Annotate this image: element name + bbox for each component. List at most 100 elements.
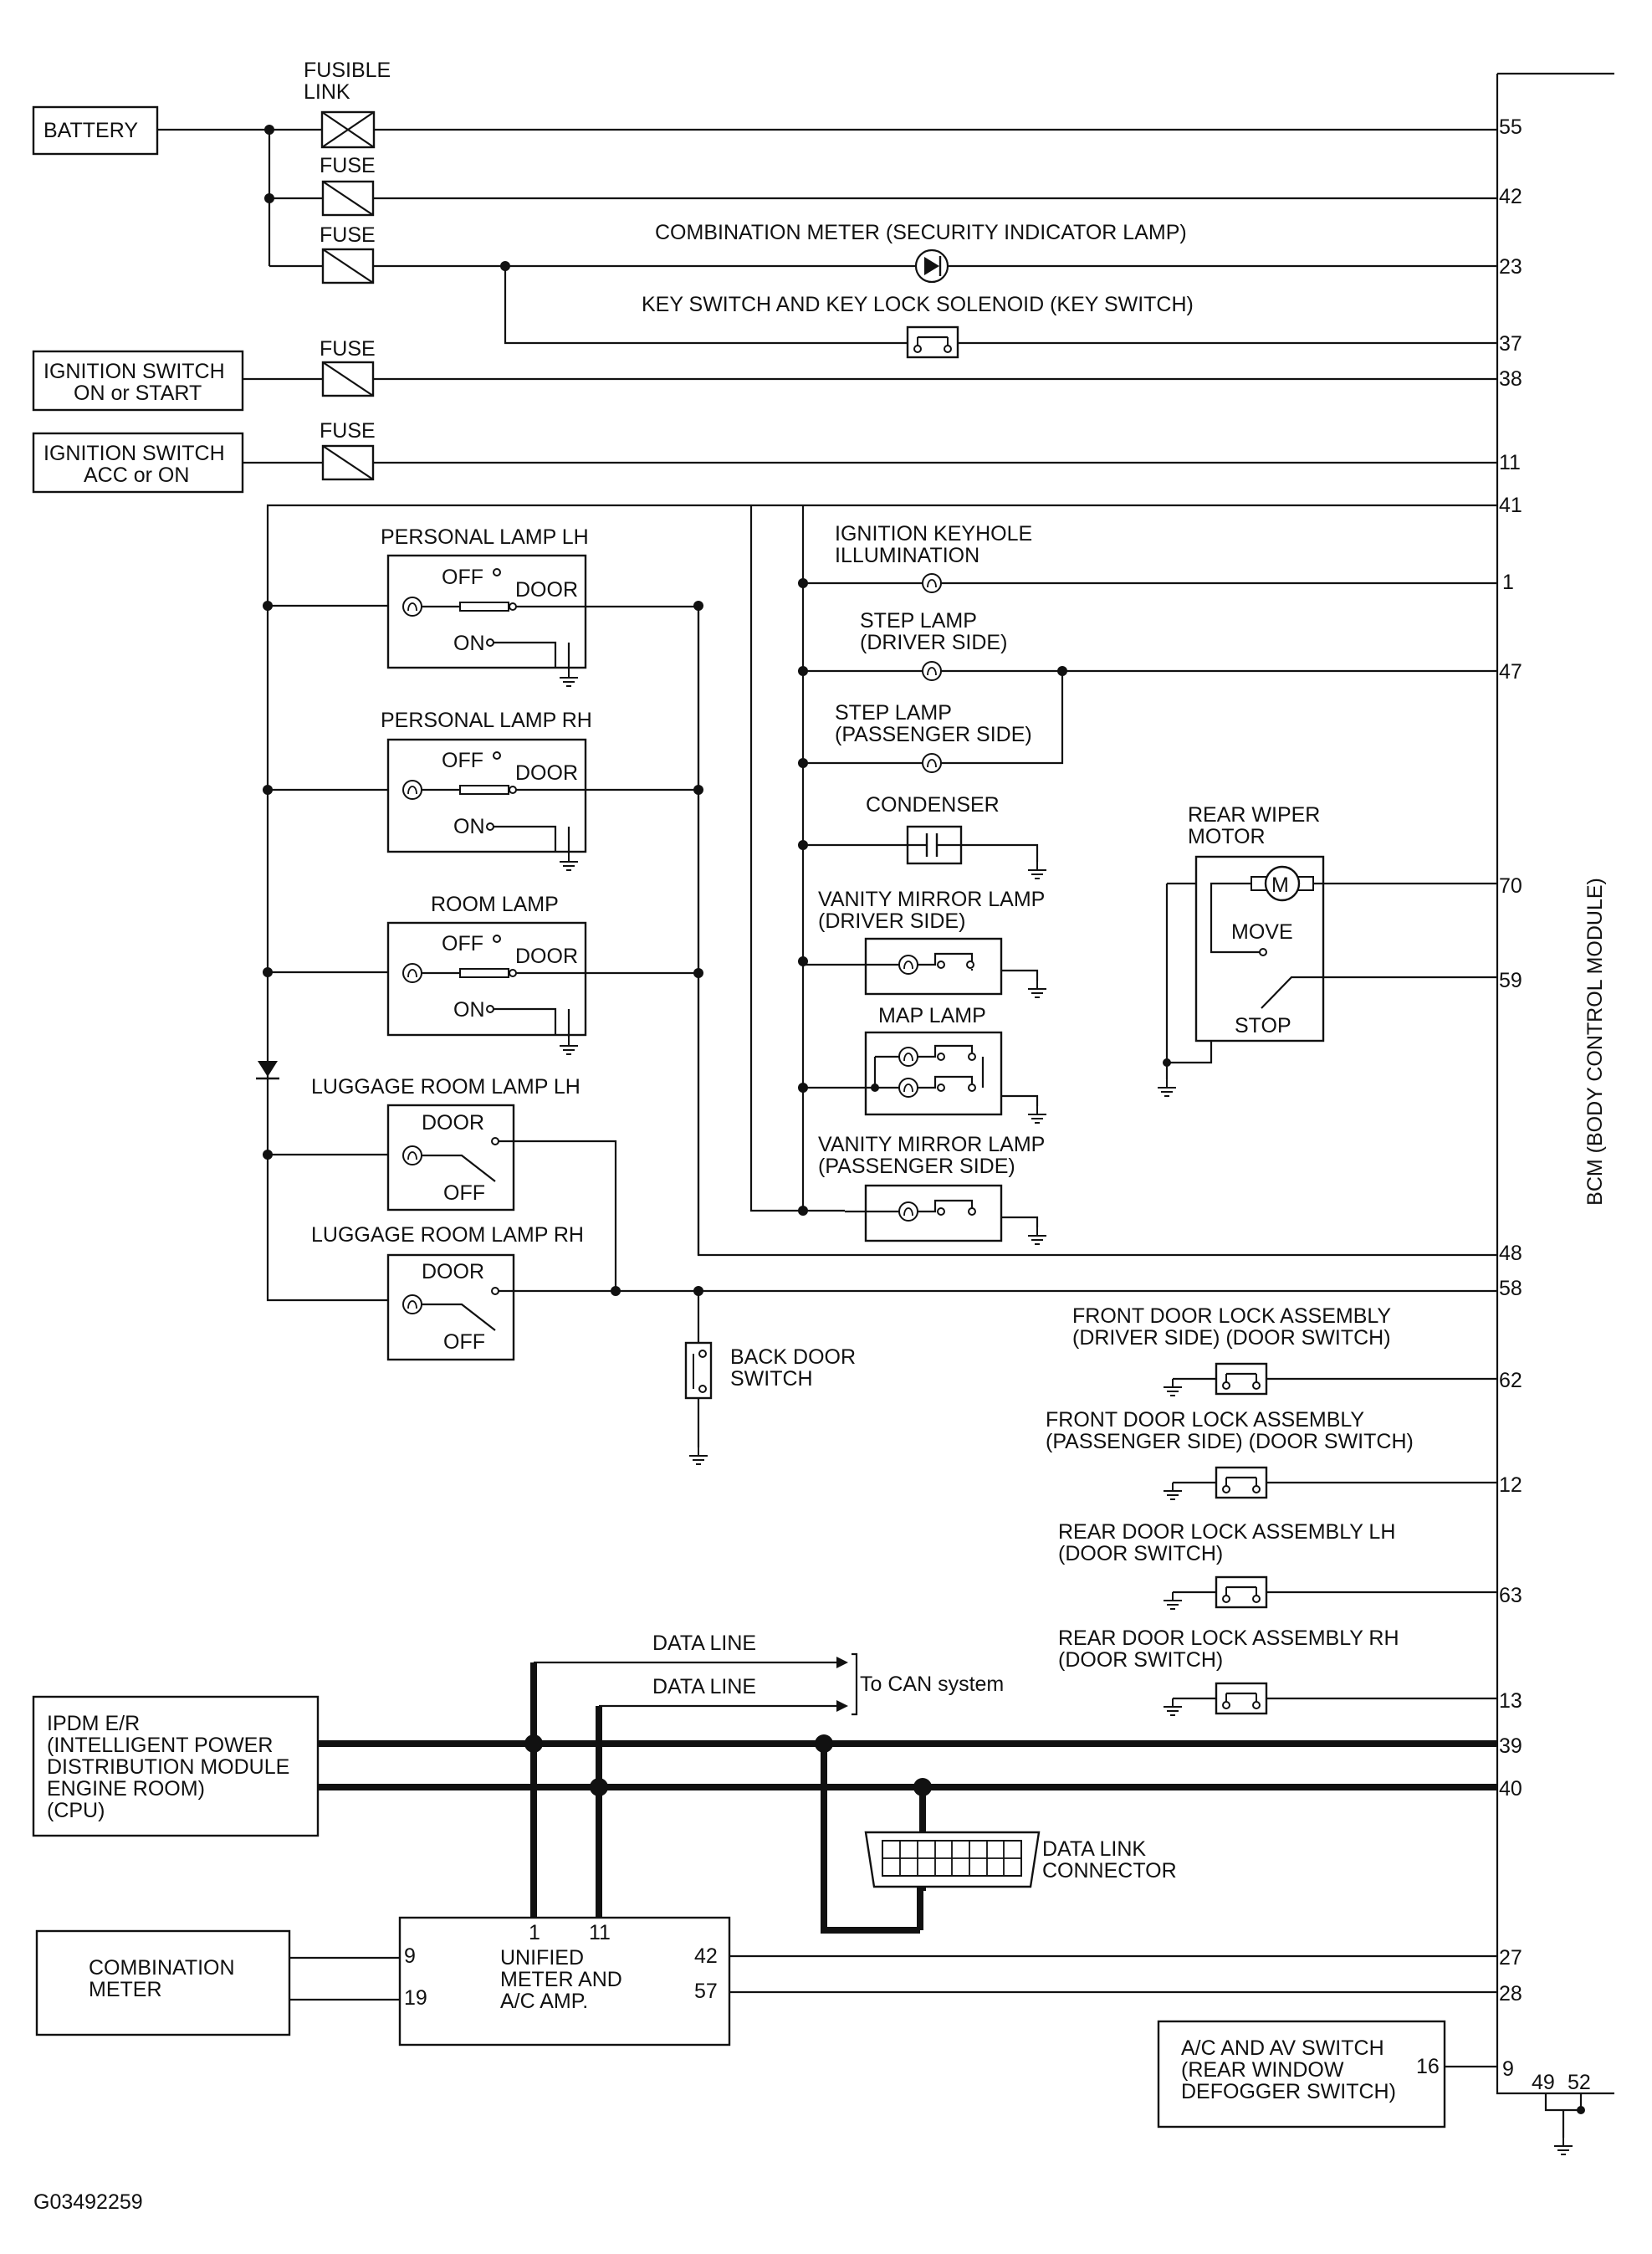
vanity-pass-box [864,1184,1003,1242]
pin-27: 27 [1499,1946,1522,1970]
ac-switch-pin: 16 [1416,2055,1440,2078]
pin-58: 58 [1499,1277,1522,1300]
data-line-label-1: DATA LINE [652,1632,756,1655]
condenser [906,825,963,865]
fusible-link [320,110,376,149]
luggage-lh-off: OFF [443,1181,485,1205]
fusible-link-label-2: LINK [304,80,350,104]
unified-line3: A/C AMP. [500,1990,588,2013]
front-pass-switch [1215,1466,1268,1499]
key-switch-wire [504,266,1497,345]
back-door-label-1: BACK DOOR [730,1345,856,1369]
pin-63: 63 [1499,1584,1522,1607]
front-driver-label-2: (DRIVER SIDE) (DOOR SWITCH) [1072,1326,1391,1350]
rear-lh-label-1: REAR DOOR LOCK ASSEMBLY LH [1058,1520,1395,1544]
fuse-11 [321,444,375,481]
condenser-label: CONDENSER [866,793,1000,817]
vanity-driver-label-1: VANITY MIRROR LAMP [818,888,1045,911]
personal-lamp-rh-label: PERSONAL LAMP RH [381,709,592,732]
luggage-lh-label: LUGGAGE ROOM LAMP LH [311,1075,581,1099]
pin-12: 12 [1499,1473,1522,1497]
keyhole-bulb [922,573,942,593]
rear-lh-label-2: (DOOR SWITCH) [1058,1542,1223,1565]
unified-pin-19: 19 [404,1986,427,2010]
ipdm-line1: IPDM E/R [47,1712,140,1735]
unified-line2: METER AND [500,1968,622,1991]
fuse-38 [321,361,375,397]
luggage-rh-door: DOOR [422,1260,484,1283]
key-switch [906,325,959,359]
personal-lh-door: DOOR [515,578,578,602]
step-driver-label-1: STEP LAMP [860,609,977,633]
ipdm-line2: (INTELLIGENT POWER [47,1734,273,1757]
personal-rh-off: OFF [442,749,483,772]
pin-11: 11 [1499,451,1521,474]
vanity-pass-label-2: (PASSENGER SIDE) [818,1155,1015,1178]
pin-13: 13 [1499,1689,1522,1713]
back-door-label-2: SWITCH [730,1367,813,1391]
bcm-pins: 55 42 23 37 38 11 41 1 47 70 59 48 58 62… [1499,115,1591,2094]
luggage-rh-label: LUGGAGE ROOM LAMP RH [311,1223,584,1247]
pin-9: 9 [1502,2057,1514,2081]
dlc-label-1: DATA LINK [1042,1837,1146,1861]
wiper-stop: STOP [1235,1014,1291,1037]
ign-on-start-box [32,350,244,412]
pin-37: 37 [1499,332,1522,356]
pin-62: 62 [1499,1369,1522,1392]
rear-rh-label-1: REAR DOOR LOCK ASSEMBLY RH [1058,1626,1399,1650]
pin-47: 47 [1499,660,1522,684]
fuse-label-42: FUSE [320,154,376,177]
pin-41: 41 [1499,494,1522,517]
ipdm-line5: (CPU) [47,1799,105,1822]
ign-on-start-line1: IGNITION SWITCH [43,360,225,383]
map-lamp-label: MAP LAMP [878,1004,986,1027]
wire-58 [499,1289,1497,1336]
to-can-label: To CAN system [860,1673,1004,1696]
vanity-pass-label-1: VANITY MIRROR LAMP [818,1133,1045,1156]
ipdm-box [32,1695,320,1837]
room-off: OFF [442,932,483,955]
dlc-label-2: CONNECTOR [1042,1859,1177,1883]
comb-meter-line2: METER [89,1978,162,2001]
room-lamp-box [386,921,587,1037]
personal-lh-on: ON [453,632,485,655]
pin-42: 42 [1499,185,1522,208]
rear-lh-switch [1215,1575,1268,1609]
pin-49: 49 [1532,2071,1555,2094]
ign-on-start-line2: ON or START [74,382,202,405]
vanity-driver-label-2: (DRIVER SIDE) [818,909,965,933]
ac-switch-line3: DEFOGGER SWITCH) [1181,2080,1396,2103]
front-pass-label-2: (PASSENGER SIDE) (DOOR SWITCH) [1046,1430,1414,1453]
fusible-link-label-1: FUSIBLE [304,59,391,82]
pin-70: 70 [1499,874,1522,898]
pin-48: 48 [1499,1242,1522,1265]
fuse-label-23: FUSE [320,223,376,247]
step-pass-label-2: (PASSENGER SIDE) [835,723,1032,746]
lamp-bus-41 [266,504,1497,1302]
front-pass-label-1: FRONT DOOR LOCK ASSEMBLY [1046,1408,1364,1432]
step-pass-label-1: STEP LAMP [835,701,952,725]
back-door-switch [684,1341,713,1400]
unified-pin-57: 57 [694,1980,718,2003]
pin-52: 52 [1568,2071,1591,2094]
step-pass-bulb [922,753,942,773]
key-switch-label: KEY SWITCH AND KEY LOCK SOLENOID (KEY SW… [642,293,1194,316]
front-driver-switch [1215,1362,1268,1396]
battery-label: BATTERY [43,119,138,142]
inner-bus [749,505,845,1212]
fuse-23 [321,248,375,284]
bcm-label: BCM (BODY CONTROL MODULE) [1583,878,1607,1206]
keyhole-label-2: ILLUMINATION [835,544,979,567]
unified-pin-1: 1 [529,1921,540,1944]
ipdm-line3: DISTRIBUTION MODULE [47,1755,289,1779]
ign-acc-on-line2: ACC or ON [84,464,189,487]
personal-rh-on: ON [453,815,485,838]
pin-55: 55 [1499,115,1522,139]
luggage-diode [256,1061,279,1080]
personal-lamp-lh-label: PERSONAL LAMP LH [381,525,589,549]
ac-switch-line2: (REAR WINDOW [1181,2058,1344,2082]
vanity-driver-box [864,937,1003,996]
luggage-rh-off: OFF [443,1330,485,1354]
luggage-lh-door: DOOR [422,1111,484,1135]
